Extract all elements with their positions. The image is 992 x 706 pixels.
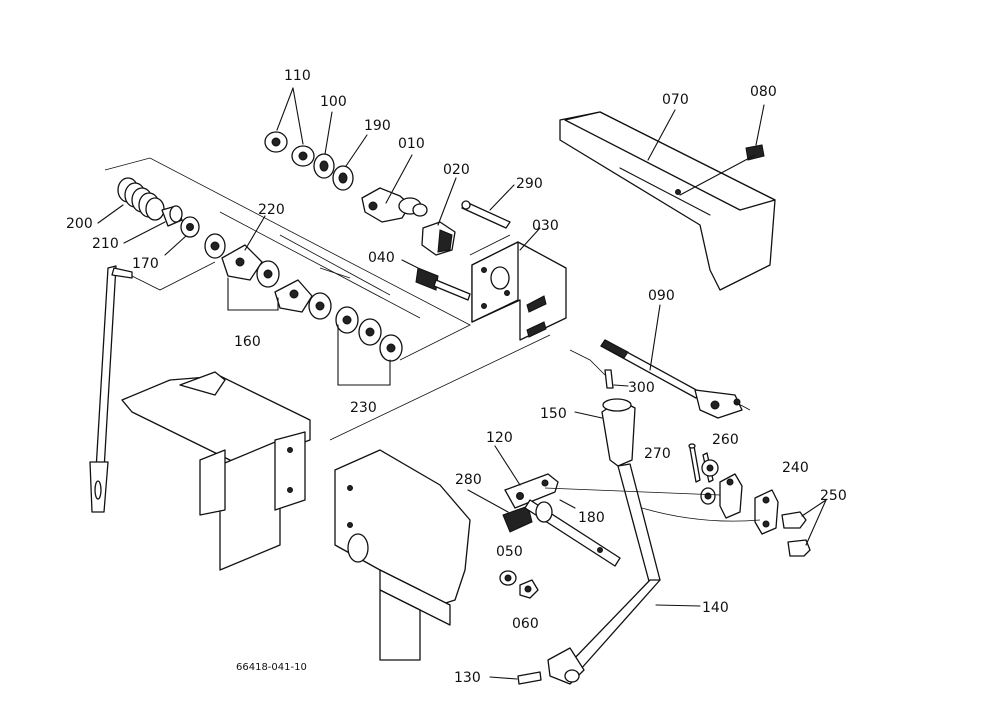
part-170-washer	[164, 216, 200, 256]
part-070-cover	[559, 109, 776, 291]
label-030: 030	[532, 218, 559, 234]
callout-labels: 110 100 190 010 020 290 030 040 200 210 …	[66, 68, 847, 686]
part-250-clevis-pin	[781, 499, 827, 557]
part-220-plate	[204, 215, 332, 320]
part-200-spring	[97, 177, 165, 224]
part-120-lever	[494, 445, 559, 509]
label-010: 010	[398, 136, 425, 152]
label-250: 250	[820, 488, 847, 504]
label-200: 200	[66, 216, 93, 232]
part-090-rod	[600, 304, 743, 419]
label-170: 170	[132, 256, 159, 272]
part-130-pin	[489, 671, 542, 685]
label-230: 230	[350, 400, 377, 416]
part-210-bushing	[123, 205, 183, 244]
part-230-washer-set	[335, 306, 403, 386]
label-020: 020	[443, 162, 470, 178]
label-300: 300	[628, 380, 655, 396]
label-140: 140	[702, 600, 729, 616]
part-050-nut	[499, 570, 517, 586]
part-140-lever	[547, 463, 701, 685]
label-050: 050	[496, 544, 523, 560]
label-150: 150	[540, 406, 567, 422]
part-300-pin	[604, 369, 629, 389]
label-280: 280	[455, 472, 482, 488]
label-060: 060	[512, 616, 539, 632]
part-260-washer	[700, 459, 719, 505]
part-240-link	[719, 473, 779, 535]
part-020-block	[421, 177, 457, 256]
part-150-knob	[574, 398, 636, 467]
part-pedal-base	[121, 371, 311, 571]
connection-lines	[544, 401, 761, 522]
label-290: 290	[516, 176, 543, 192]
part-280-bracket	[467, 489, 533, 533]
label-260: 260	[712, 432, 739, 448]
part-290-pin	[461, 184, 515, 229]
label-160: 160	[234, 334, 261, 350]
part-060-nut	[519, 579, 539, 599]
part-030-bracket	[471, 227, 567, 341]
part-left-rod	[89, 265, 133, 513]
label-270: 270	[644, 446, 671, 462]
drawing-number: 66418-041-10	[236, 662, 307, 673]
label-240: 240	[782, 460, 809, 476]
label-080: 080	[750, 84, 777, 100]
part-190-washer	[332, 134, 368, 191]
label-090: 090	[648, 288, 675, 304]
label-190: 190	[364, 118, 391, 134]
label-220: 220	[258, 202, 285, 218]
part-040-bolt	[401, 259, 471, 301]
label-040: 040	[368, 250, 395, 266]
part-100-washer	[313, 111, 335, 179]
part-110-nut	[264, 87, 315, 167]
part-080-bolt	[679, 104, 765, 196]
label-130: 130	[454, 670, 481, 686]
label-180: 180	[578, 510, 605, 526]
label-070: 070	[662, 92, 689, 108]
assembly-guide-lines	[104, 157, 606, 441]
part-pedal-plate	[334, 449, 471, 661]
part-160-bracket-lines	[227, 277, 279, 311]
part-180-shaft	[524, 499, 621, 567]
label-120: 120	[486, 430, 513, 446]
label-110: 110	[284, 68, 311, 84]
label-210: 210	[92, 236, 119, 252]
label-100: 100	[320, 94, 347, 110]
part-010-rod-end	[361, 154, 428, 223]
